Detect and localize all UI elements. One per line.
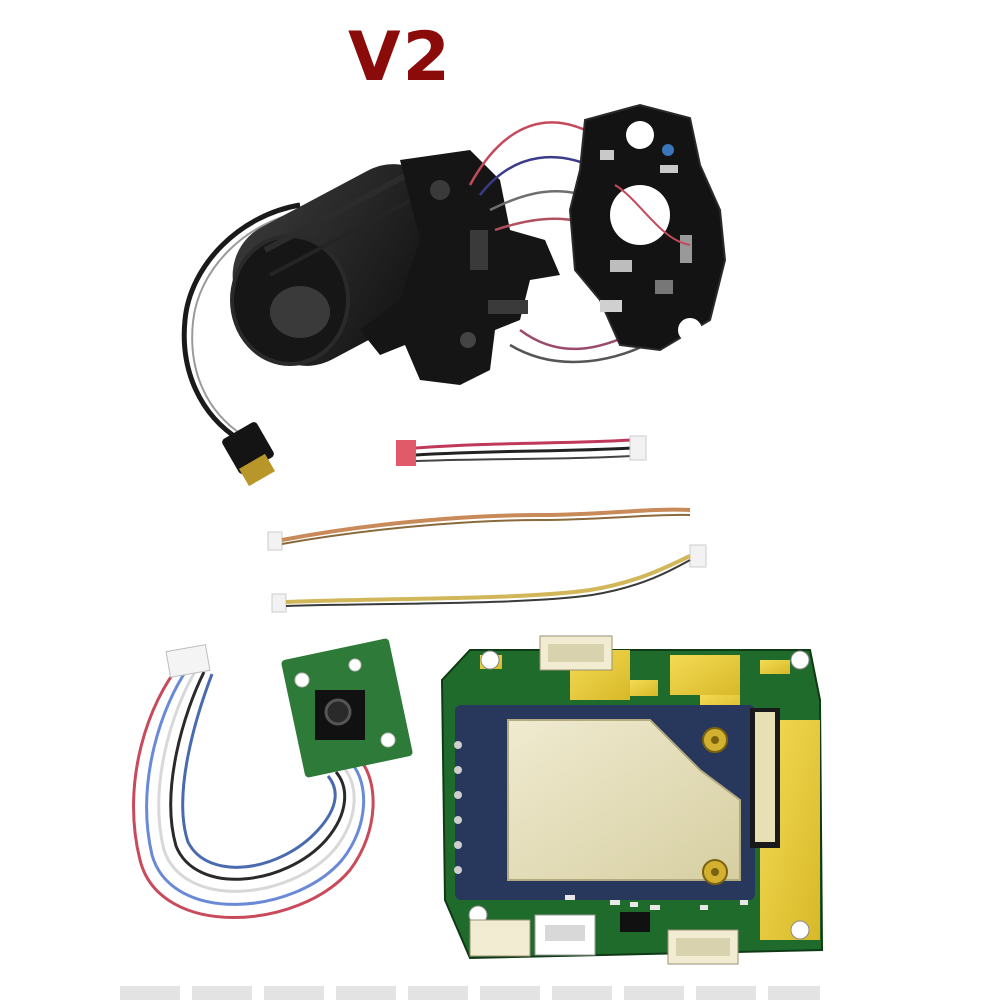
gimbal-control-board [568,103,727,352]
hdmi-plug [222,422,275,487]
camera-sensor-module [132,638,413,919]
short-4pin-cable [396,435,647,466]
version-label: V2 [348,18,452,97]
long-cable-1 [267,507,691,551]
camera-lens-housing [230,164,468,366]
bottom-edge-strip [120,986,820,1000]
main-board [440,635,824,965]
gimbal-bracket [360,150,560,385]
gimbal-camera-assembly [181,150,560,487]
long-cable-2 [271,544,707,613]
